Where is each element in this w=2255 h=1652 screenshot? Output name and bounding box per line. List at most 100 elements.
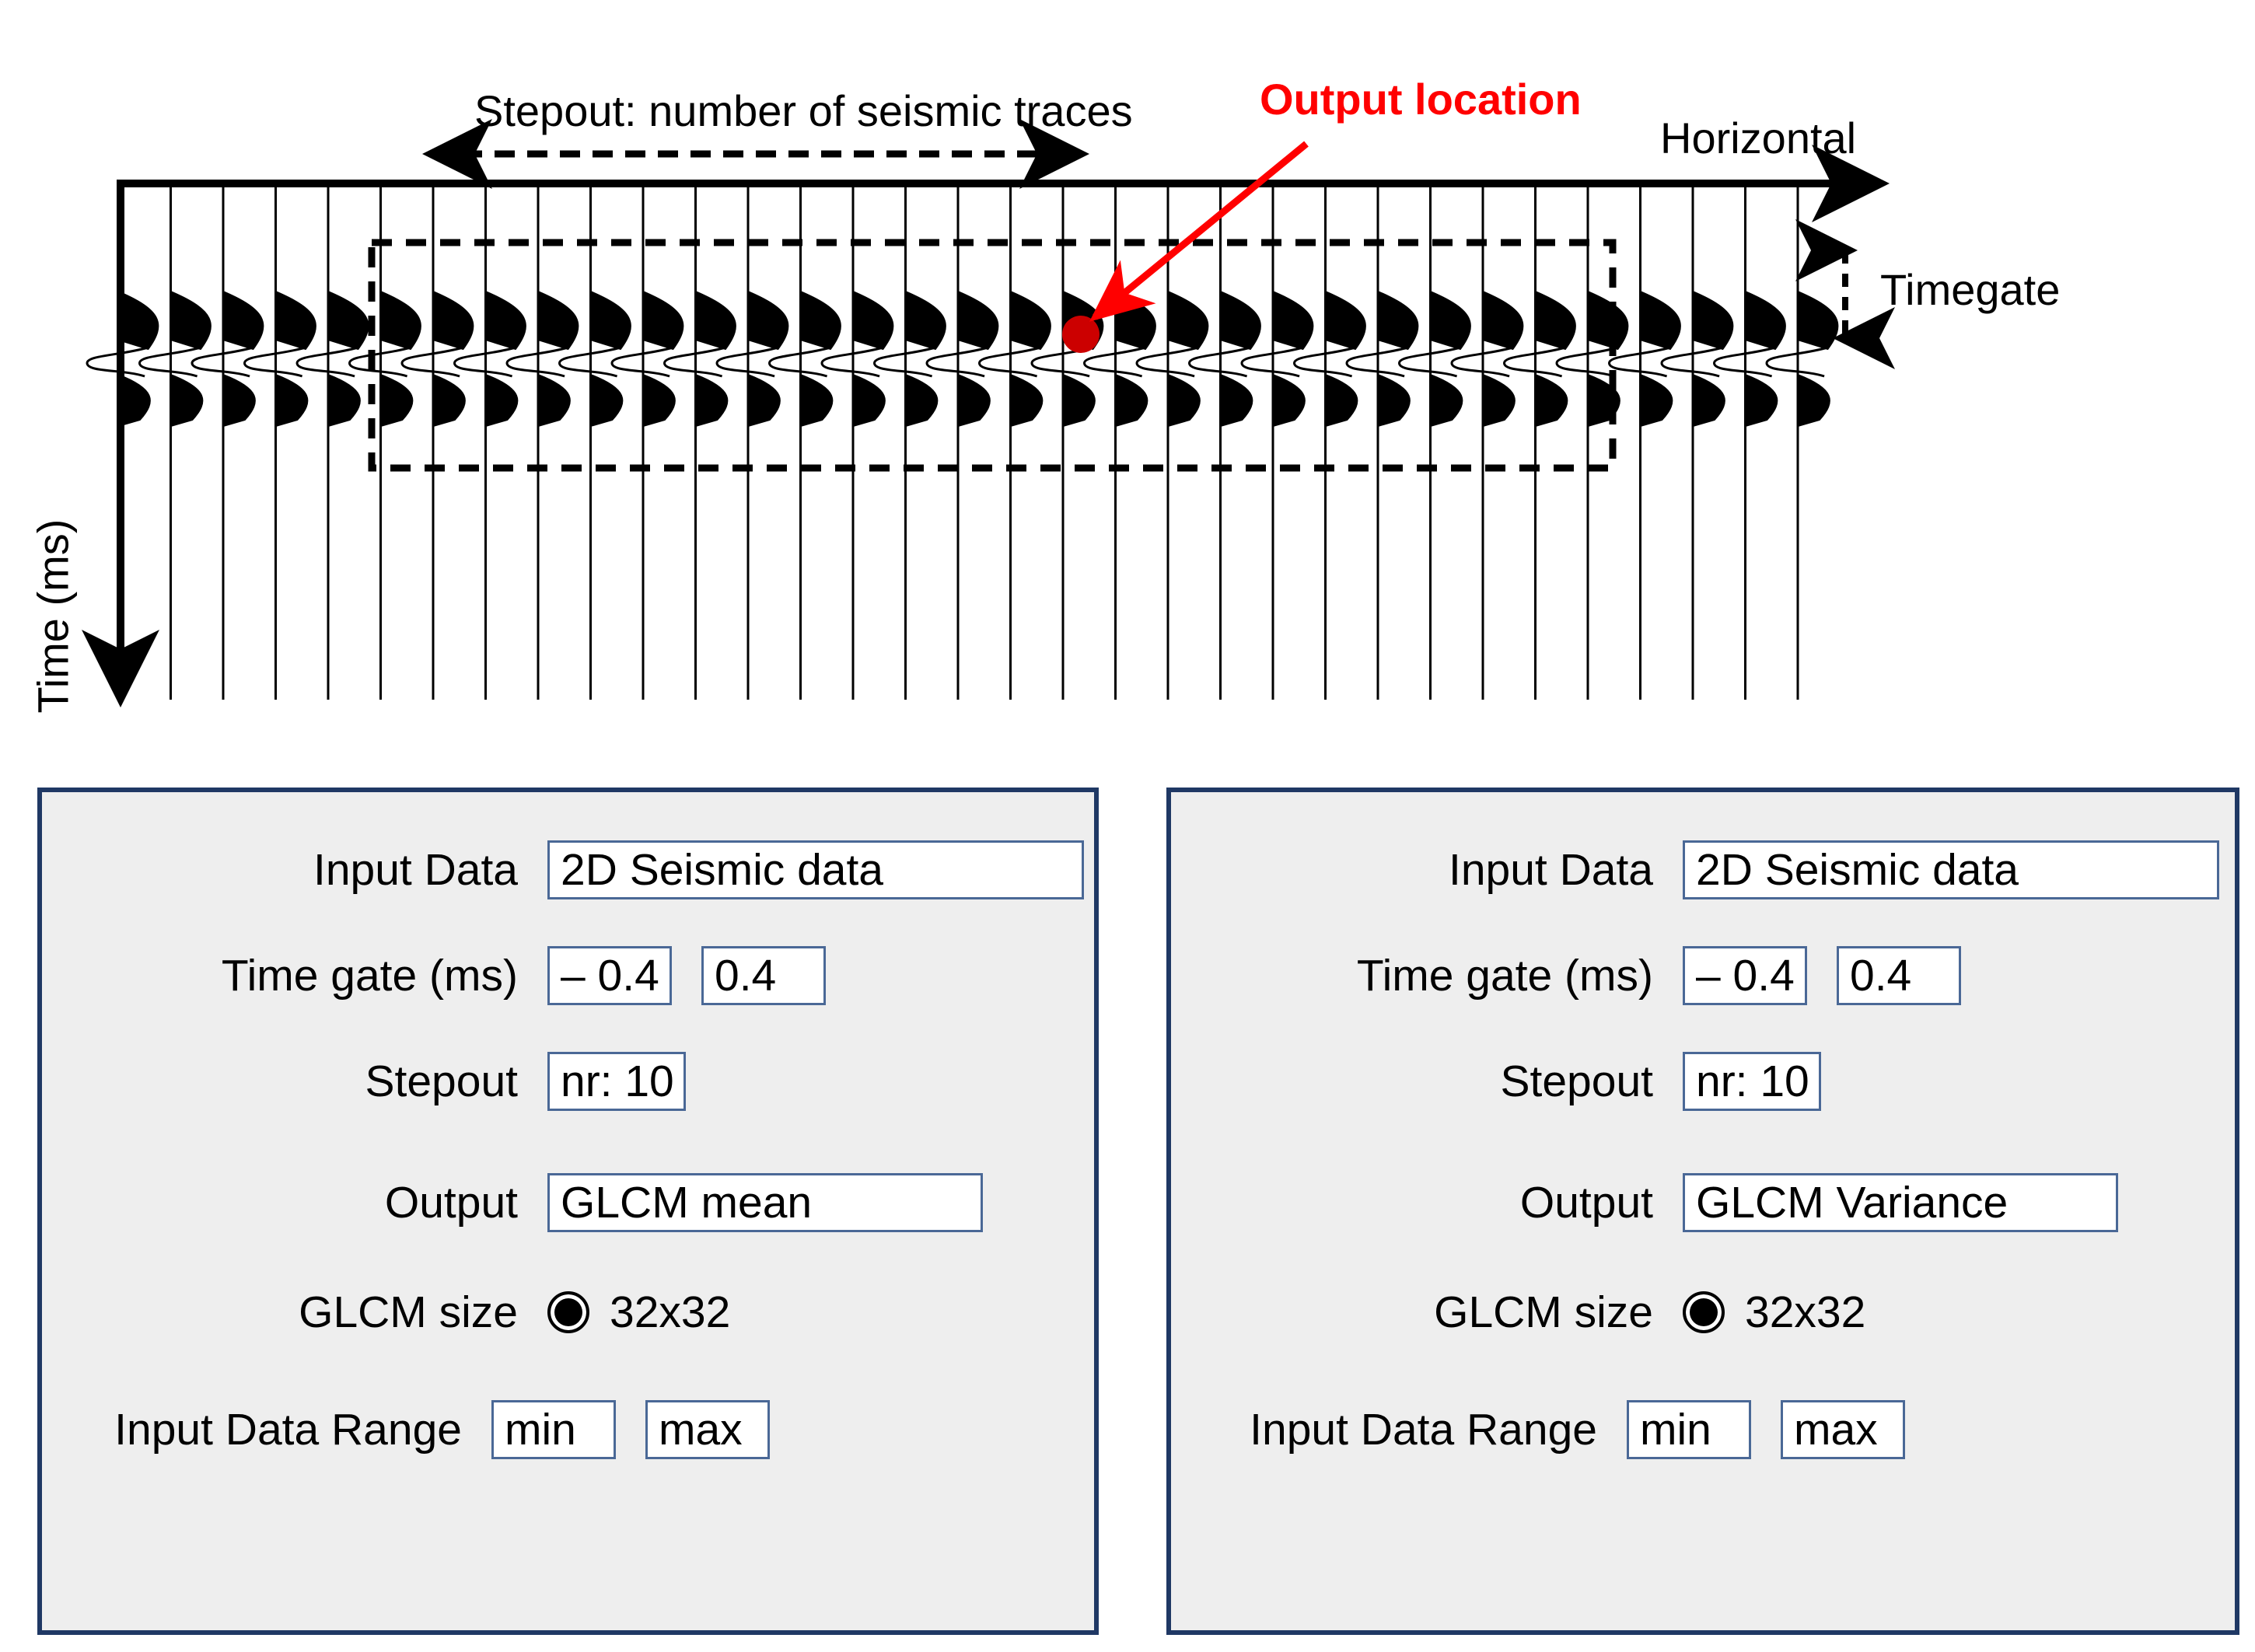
field-data-range-min[interactable]: min — [1627, 1400, 1751, 1459]
trace-negative-swing — [348, 346, 411, 378]
trace-positive-lobe-lower — [1377, 373, 1411, 428]
trace-positive-lobe-lower — [957, 373, 991, 428]
trace-positive-lobe — [1692, 290, 1734, 351]
row-glcm-size: GLCM size 32x32 — [1249, 1287, 1865, 1338]
trace-positive-lobe-lower — [1219, 373, 1253, 428]
trace-positive-lobe-lower — [1482, 373, 1516, 428]
horizontal-axis-label: Horizontal — [1660, 114, 1857, 162]
trace-positive-lobe — [117, 290, 159, 351]
label-glcm-size: GLCM size — [1434, 1287, 1653, 1337]
row-stepout: Stepout nr: 10 — [114, 1052, 686, 1111]
output-location-label: Output location — [1260, 75, 1582, 124]
row-input-data: Input Data 2D Seismic data — [114, 840, 1084, 899]
trace-negative-swing — [1660, 346, 1723, 378]
trace-negative-swing — [1502, 346, 1566, 378]
trace-positive-lobe — [170, 290, 212, 351]
row-output: Output GLCM Variance — [1249, 1173, 2118, 1232]
radio-selected-icon[interactable] — [1683, 1291, 1725, 1333]
trace-negative-swing — [1712, 346, 1776, 378]
trace-negative-swing — [1555, 346, 1618, 378]
field-time-gate-max[interactable]: 0.4 — [1837, 946, 1961, 1005]
trace-negative-swing — [453, 346, 516, 378]
trace-positive-lobe — [327, 290, 369, 351]
trace-positive-lobe-lower — [852, 373, 886, 428]
label-input-data-range: Input Data Range — [1250, 1404, 1597, 1455]
trace-negative-swing — [1240, 346, 1303, 378]
trace-negative-swing — [243, 346, 306, 378]
trace-positive-lobe-lower — [1744, 373, 1778, 428]
field-input-data[interactable]: 2D Seismic data — [547, 840, 1084, 899]
field-stepout[interactable]: nr: 10 — [547, 1052, 686, 1111]
trace-positive-lobe-lower — [1167, 373, 1201, 428]
trace-positive-lobe-lower — [1272, 373, 1306, 428]
seismic-diagram-canvas — [82, 119, 1895, 707]
trace-negative-swing — [191, 346, 253, 378]
trace-positive-lobe-lower — [432, 373, 466, 428]
row-input-data-range: Input Data Range min max — [58, 1400, 770, 1459]
trace-negative-swing — [1135, 346, 1198, 378]
field-time-gate-min[interactable]: – 0.4 — [547, 946, 672, 1005]
trace-negative-swing — [1607, 346, 1671, 378]
field-time-gate-min[interactable]: – 0.4 — [1683, 946, 1807, 1005]
trace-positive-lobe — [1744, 290, 1786, 351]
field-stepout[interactable]: nr: 10 — [1683, 1052, 1821, 1111]
trace-positive-lobe — [1797, 290, 1839, 351]
trace-negative-swing — [820, 346, 883, 378]
trace-positive-lobe-lower — [484, 373, 519, 428]
label-output: Output — [384, 1177, 518, 1228]
trace-positive-lobe — [1482, 290, 1524, 351]
trace-negative-swing — [1345, 346, 1408, 378]
trace-negative-swing — [1292, 346, 1356, 378]
field-time-gate-max[interactable]: 0.4 — [701, 946, 826, 1005]
radio-selected-icon[interactable] — [547, 1291, 589, 1333]
radio-glcm-size-label: 32x32 — [610, 1287, 731, 1337]
label-input-data: Input Data — [1448, 844, 1653, 895]
trace-positive-lobe-lower — [1009, 373, 1044, 428]
trace-positive-lobe — [904, 290, 946, 351]
timegate-label: Timegate — [1880, 265, 2061, 314]
trace-positive-lobe — [852, 290, 894, 351]
trace-positive-lobe-lower — [1114, 373, 1148, 428]
field-data-range-max[interactable]: max — [645, 1400, 770, 1459]
field-input-data[interactable]: 2D Seismic data — [1683, 840, 2219, 899]
output-location-dot — [1062, 316, 1100, 353]
trace-negative-swing — [977, 346, 1041, 378]
trace-positive-lobe — [1114, 290, 1156, 351]
output-location-leader-line — [1089, 141, 1309, 322]
trace-positive-lobe — [1429, 290, 1471, 351]
trace-positive-lobe-lower — [1692, 373, 1725, 428]
trace-positive-lobe-lower — [904, 373, 939, 428]
trace-positive-lobe — [589, 290, 631, 351]
trace-positive-lobe — [379, 290, 421, 351]
trace-positive-lobe-lower — [222, 373, 256, 428]
radio-glcm-size-32x32[interactable]: 32x32 — [1683, 1287, 1865, 1338]
trace-positive-lobe — [1639, 290, 1681, 351]
radio-glcm-size-label: 32x32 — [1745, 1287, 1866, 1337]
field-data-range-min[interactable]: min — [491, 1400, 616, 1459]
row-output: Output GLCM mean — [114, 1173, 983, 1232]
row-glcm-size: GLCM size 32x32 — [114, 1287, 730, 1338]
time-axis-label: Time (ms) — [28, 519, 78, 714]
trace-negative-swing — [1397, 346, 1461, 378]
row-time-gate: Time gate (ms) – 0.4 0.4 — [1249, 946, 1961, 1005]
trace-negative-swing — [86, 346, 149, 378]
row-time-gate: Time gate (ms) – 0.4 0.4 — [114, 946, 826, 1005]
trace-positive-lobe — [1009, 290, 1051, 351]
label-stepout: Stepout — [365, 1056, 519, 1106]
trace-negative-swing — [663, 346, 726, 378]
field-output[interactable]: GLCM mean — [547, 1173, 983, 1232]
trace-positive-lobe — [274, 290, 316, 351]
trace-positive-lobe-lower — [1429, 373, 1463, 428]
trace-positive-lobe-lower — [1534, 373, 1568, 428]
radio-glcm-size-32x32[interactable]: 32x32 — [547, 1287, 730, 1338]
field-output[interactable]: GLCM Variance — [1683, 1173, 2118, 1232]
field-data-range-max[interactable]: max — [1781, 1400, 1905, 1459]
trace-negative-swing — [1450, 346, 1513, 378]
trace-negative-swing — [1030, 346, 1093, 378]
trace-negative-swing — [872, 346, 936, 378]
trace-positive-lobe — [642, 290, 684, 351]
trace-positive-lobe-lower — [1324, 373, 1358, 428]
trace-negative-swing — [558, 346, 621, 378]
trace-positive-lobe — [694, 290, 736, 351]
trace-positive-lobe — [1324, 290, 1366, 351]
